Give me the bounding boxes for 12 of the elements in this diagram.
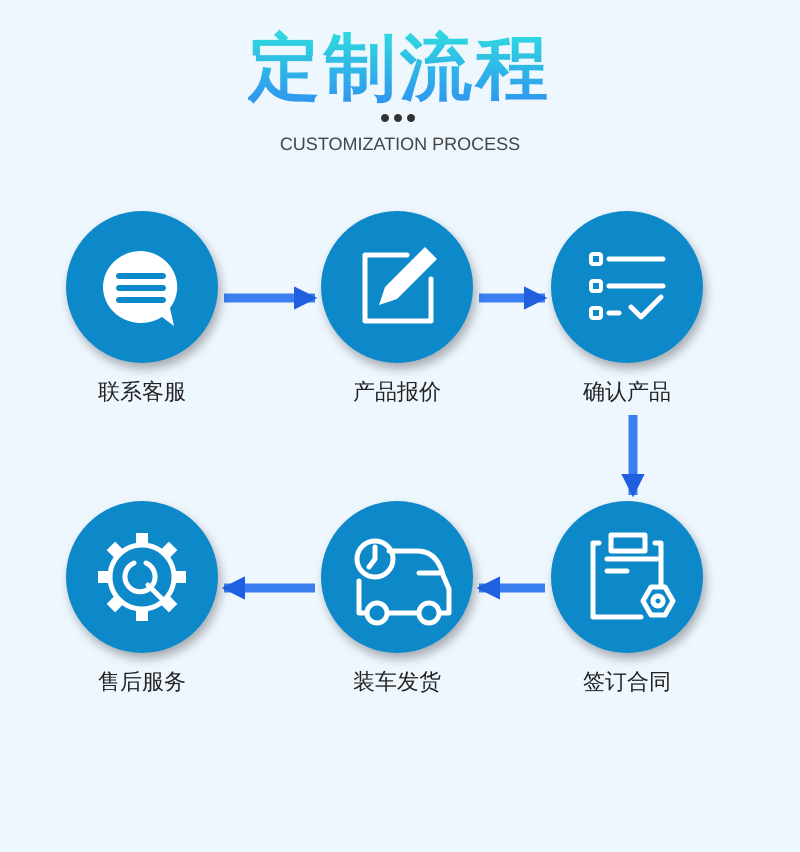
- arrow: [224, 286, 318, 310]
- step-label: 确认产品: [582, 379, 672, 407]
- arrow: [479, 286, 548, 310]
- arrow: [222, 576, 315, 600]
- step-label: 产品报价: [352, 379, 442, 407]
- subtitle: CUSTOMIZATION PROCESS: [280, 134, 520, 154]
- step-label: 售后服务: [97, 669, 187, 697]
- arrow: [476, 576, 545, 600]
- arrow: [621, 415, 645, 498]
- step-label: 装车发货: [352, 669, 442, 697]
- step-label: 联系客服: [97, 379, 187, 407]
- step-label: 签订合同: [582, 669, 672, 697]
